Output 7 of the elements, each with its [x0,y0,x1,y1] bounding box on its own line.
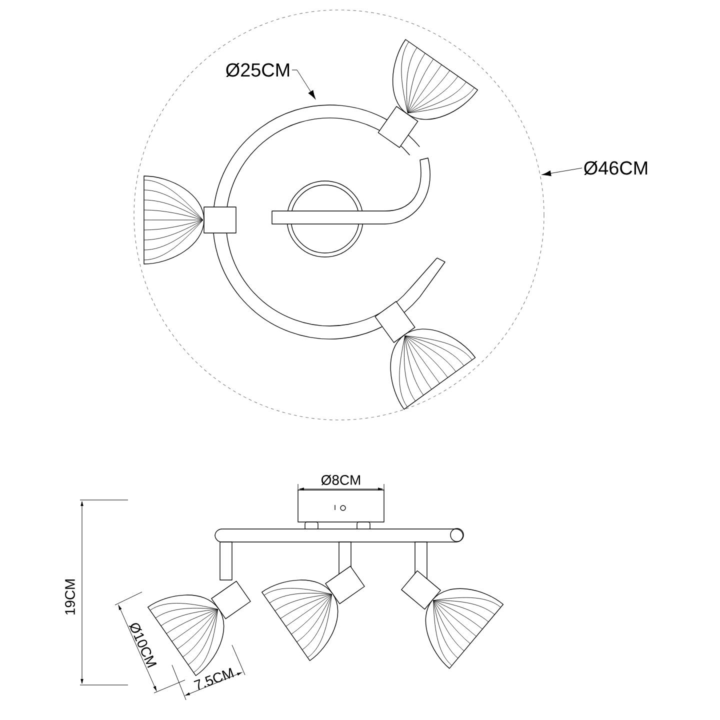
dimension-label: 7.5CM [194,668,234,690]
dimension-label: Ø25CM [226,62,290,77]
dimension-label: Ø46CM [584,160,648,175]
dimension-label: 19CM [65,580,75,615]
leader-line [292,70,316,100]
dimension-label: Ø8CM [321,474,360,486]
leader-line [542,168,582,176]
